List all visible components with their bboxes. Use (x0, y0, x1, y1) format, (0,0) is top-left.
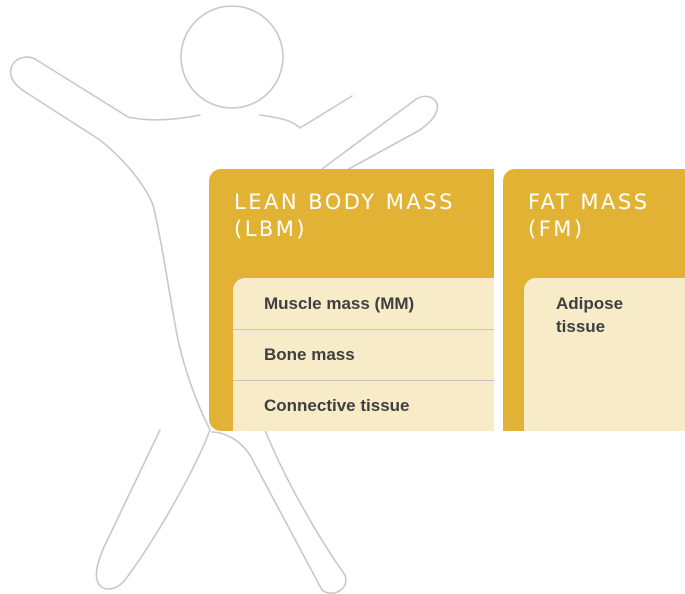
lean-body-mass-title-line1: LEAN BODY MASS (234, 189, 455, 216)
head-outline (181, 6, 283, 108)
lean-body-mass-panel: LEAN BODY MASS (LBM) Muscle mass (MM) Bo… (209, 169, 494, 431)
component-adipose-tissue: Adipose tissue (556, 292, 666, 338)
fat-mass-title: FAT MASS (FM) (528, 189, 650, 243)
fat-mass-components: Adipose tissue (524, 278, 685, 431)
lean-body-mass-components: Muscle mass (MM) Bone mass Connective ti… (233, 278, 494, 431)
component-muscle-mass: Muscle mass (MM) (233, 278, 494, 329)
component-bone-mass: Bone mass (233, 329, 494, 380)
lean-body-mass-title-line2: (LBM) (234, 216, 455, 243)
fat-mass-panel: FAT MASS (FM) Adipose tissue (503, 169, 685, 431)
component-connective-tissue: Connective tissue (233, 380, 494, 431)
fat-mass-title-line2: (FM) (528, 216, 650, 243)
fat-mass-title-line1: FAT MASS (528, 189, 650, 216)
lean-body-mass-title: LEAN BODY MASS (LBM) (234, 189, 455, 243)
